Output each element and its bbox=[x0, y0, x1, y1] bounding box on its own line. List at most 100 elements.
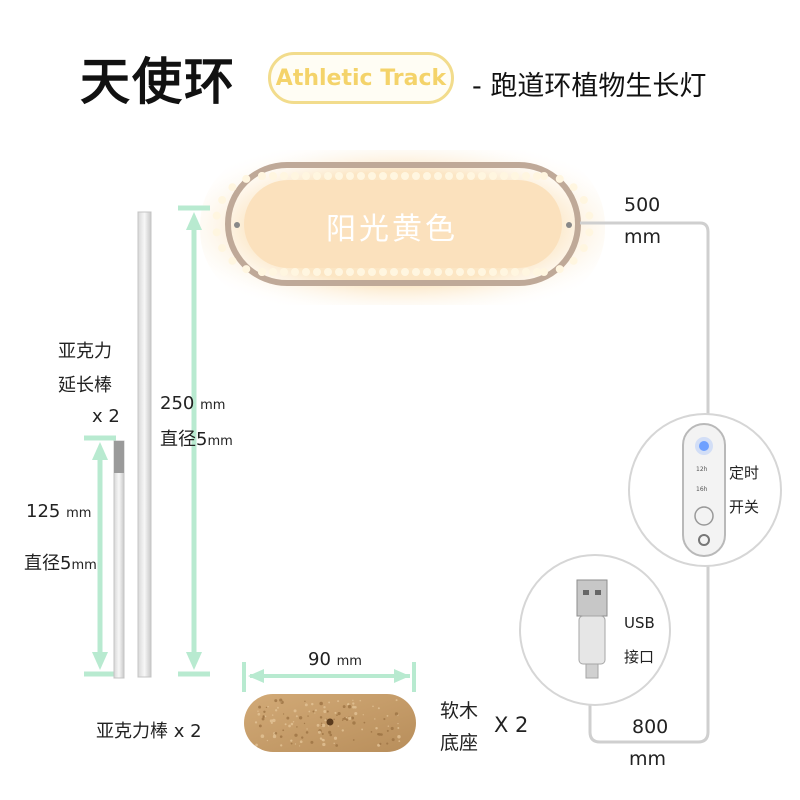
cork-speckle bbox=[294, 743, 297, 745]
led-dot bbox=[212, 211, 221, 220]
cork-speckle bbox=[337, 700, 340, 703]
led-dot bbox=[302, 172, 310, 180]
led-dot bbox=[324, 172, 332, 180]
cork-speckle bbox=[320, 724, 323, 726]
cork-speckle bbox=[336, 714, 338, 716]
led-dot bbox=[569, 183, 578, 192]
cork-speckle bbox=[258, 724, 262, 728]
cork-speckle bbox=[352, 739, 355, 741]
led-dot bbox=[533, 268, 541, 276]
cork-speckle bbox=[267, 705, 269, 708]
rod-name-line2: 延长棒 bbox=[58, 375, 112, 396]
cork-speckle bbox=[335, 744, 339, 747]
rod-connector bbox=[114, 441, 124, 473]
usb-plug-metal bbox=[576, 579, 608, 617]
lamp-inner-glow bbox=[244, 180, 562, 268]
cork-speckle bbox=[296, 726, 298, 728]
cork-speckle bbox=[351, 716, 355, 720]
cork-speckle bbox=[290, 742, 293, 745]
cork-speckle bbox=[257, 712, 261, 716]
cork-speckle bbox=[326, 718, 328, 720]
led-dot bbox=[390, 268, 398, 276]
cork-speckle bbox=[312, 710, 315, 713]
cork-speckle bbox=[258, 705, 262, 709]
cork-speckle bbox=[346, 703, 349, 706]
cork-speckle bbox=[374, 718, 376, 720]
acrylic-rod-short bbox=[113, 440, 125, 679]
brand-badge: Athletic Track bbox=[268, 52, 454, 104]
cork-speckle bbox=[342, 717, 345, 720]
led-dot bbox=[412, 172, 420, 180]
dim-line-125 bbox=[84, 435, 116, 677]
cork-speckle bbox=[317, 730, 321, 734]
cork-speckle bbox=[263, 710, 266, 714]
cork-speckle bbox=[328, 730, 332, 734]
controller-label-timing: 定时 bbox=[729, 464, 760, 482]
usb-plug-tab-2 bbox=[595, 590, 601, 595]
led-dot bbox=[291, 172, 299, 180]
rod-long-length: 250 bbox=[160, 393, 195, 414]
cork-speckle bbox=[397, 735, 401, 739]
cork-speckle bbox=[262, 715, 265, 718]
led-dot bbox=[324, 268, 332, 276]
cork-speckle bbox=[290, 722, 294, 726]
led-dot bbox=[346, 268, 354, 276]
cork-speckle bbox=[321, 738, 324, 741]
led-dot bbox=[445, 268, 453, 276]
led-dot bbox=[579, 196, 588, 204]
cork-speckle bbox=[370, 731, 373, 733]
cork-speckle bbox=[352, 702, 355, 705]
cork-speckle bbox=[293, 709, 297, 713]
cork-dimension: 90 mm bbox=[308, 646, 362, 676]
rod-long-unit: mm bbox=[200, 398, 226, 413]
cork-speckle bbox=[375, 727, 378, 730]
cork-speckle bbox=[362, 714, 364, 716]
power-indicator-light bbox=[699, 441, 709, 451]
rod-short-dimension: 125 mm bbox=[26, 498, 91, 528]
brand-badge-text: Athletic Track bbox=[275, 65, 447, 91]
cork-speckle bbox=[261, 717, 265, 721]
led-dot bbox=[467, 172, 475, 180]
cork-speckle bbox=[379, 742, 382, 745]
cork-speckle bbox=[397, 727, 400, 730]
led-dot bbox=[228, 256, 237, 265]
led-dot bbox=[335, 268, 343, 276]
timer-16h-label: 16h bbox=[696, 486, 708, 493]
cork-speckle bbox=[386, 729, 389, 732]
led-dot bbox=[357, 268, 365, 276]
cork-speckle bbox=[322, 742, 326, 747]
led-dot bbox=[379, 172, 387, 180]
led-dot bbox=[456, 268, 464, 276]
cork-speckle bbox=[333, 742, 335, 745]
mount-hole-left bbox=[234, 222, 240, 228]
cork-speckle bbox=[328, 701, 331, 704]
led-dot bbox=[368, 172, 376, 180]
cork-speckle bbox=[264, 715, 267, 718]
cork-speckle bbox=[308, 710, 311, 713]
acrylic-rod-long bbox=[137, 211, 152, 678]
led-dot bbox=[218, 196, 227, 204]
led-dot bbox=[302, 268, 310, 276]
led-dot bbox=[291, 268, 299, 276]
cork-speckle bbox=[319, 701, 323, 706]
cork-speckle bbox=[282, 713, 285, 715]
cable-bottom bbox=[588, 560, 710, 744]
cork-speckle bbox=[377, 743, 381, 747]
cork-speckle bbox=[337, 712, 341, 716]
rod-long-diameter: 直径5 bbox=[160, 429, 208, 450]
usb-label: USB bbox=[624, 614, 655, 632]
cable-top-unit: mm bbox=[624, 226, 662, 248]
cork-speckle bbox=[284, 723, 287, 726]
led-dot bbox=[313, 268, 321, 276]
cork-speckle bbox=[316, 723, 320, 727]
led-dot bbox=[555, 265, 564, 274]
cork-speckle bbox=[254, 721, 258, 724]
led-strip bbox=[212, 172, 594, 276]
led-dot bbox=[335, 172, 343, 180]
led-dot bbox=[242, 265, 251, 274]
cork-speckle bbox=[361, 728, 364, 731]
cork-speckle bbox=[292, 721, 295, 723]
led-dot bbox=[511, 268, 519, 276]
cork-speckle bbox=[334, 711, 337, 714]
